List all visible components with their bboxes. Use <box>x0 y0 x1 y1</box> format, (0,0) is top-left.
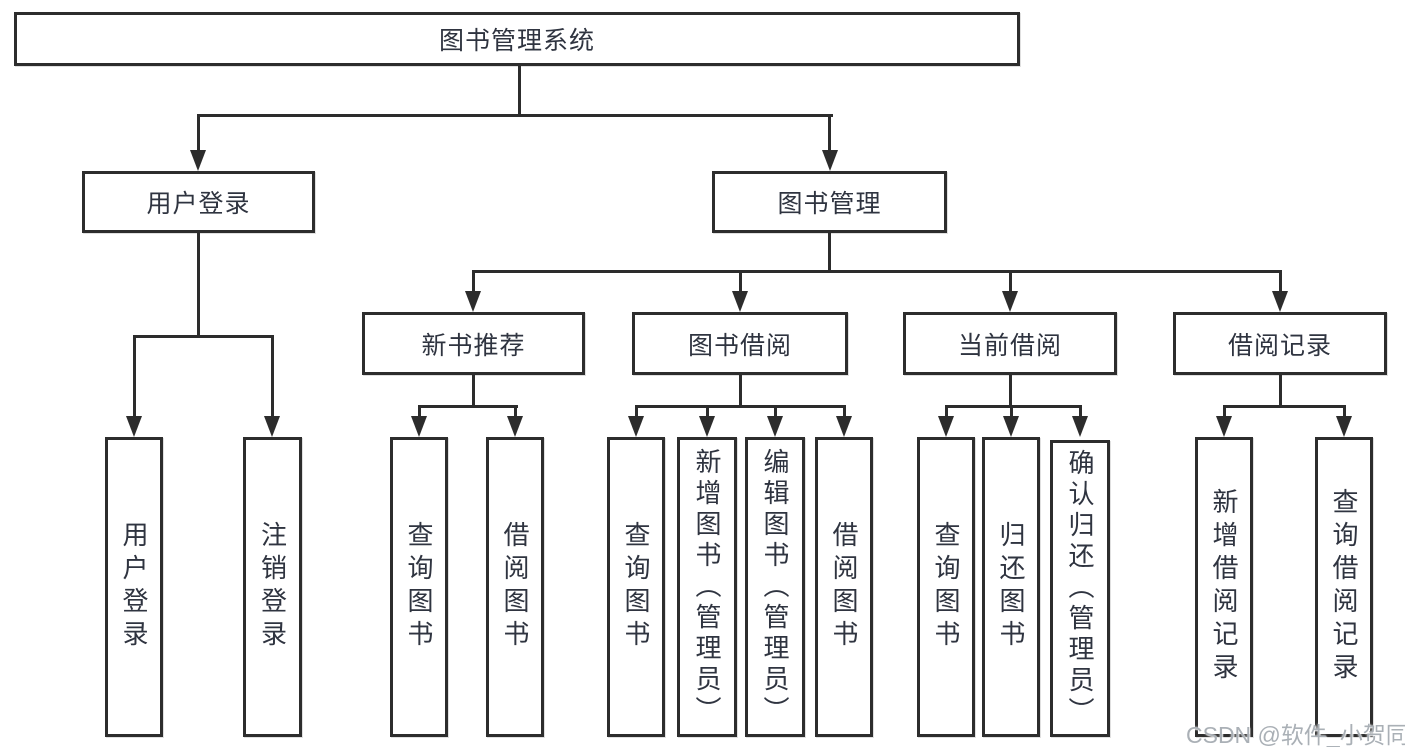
leaf-add-books-admin-label: 新增图书（管理员） <box>692 447 722 727</box>
node-user-login-label: 用户登录 <box>146 190 251 218</box>
connector-user-login-drop <box>197 114 200 154</box>
leaf-return-books-label: 归还图书 <box>996 521 1026 653</box>
leaf-query-books-1-label: 查询图书 <box>404 521 434 653</box>
node-book-management: 图书管理 <box>712 171 947 233</box>
leaf-query-books-3-label: 查询图书 <box>931 521 961 653</box>
connector-leaf-drop <box>945 405 948 419</box>
node-current-borrowing: 当前借阅 <box>903 312 1117 375</box>
connector-book-mgmt-drop <box>828 114 831 154</box>
connector-leaf-drop <box>1010 405 1013 419</box>
arrow-down-icon <box>699 416 715 437</box>
node-current-borrowing-label: 当前借阅 <box>957 331 1062 360</box>
arrow-down-icon <box>411 416 427 437</box>
connector-root-stub <box>518 66 521 114</box>
leaf-add-books-admin: 新增图书（管理员） <box>677 437 737 737</box>
arrow-down-icon <box>264 416 280 437</box>
arrow-down-icon <box>465 291 481 312</box>
connector-leaf-drop <box>271 335 274 419</box>
leaf-query-books-2-label: 查询图书 <box>621 521 651 653</box>
arrow-down-icon <box>507 416 523 437</box>
leaf-query-borrow-record: 查询借阅记录 <box>1315 437 1373 737</box>
leaf-logout: 注销登录 <box>243 437 302 737</box>
leaf-return-books: 归还图书 <box>982 437 1040 737</box>
connector-leaf-drop <box>635 405 638 419</box>
connector-book-mgmt-branch <box>472 270 1282 273</box>
leaf-query-books-1: 查询图书 <box>390 437 448 737</box>
connector-branch <box>945 405 1081 408</box>
leaf-confirm-return-admin: 确认归还（管理员） <box>1050 440 1110 737</box>
leaf-add-borrow-record: 新增借阅记录 <box>1195 437 1253 737</box>
leaf-borrow-books-1: 借阅图书 <box>486 437 544 737</box>
arrow-down-icon <box>1336 416 1352 437</box>
connector-l3-drop <box>739 270 742 295</box>
leaf-query-borrow-record-label: 查询借阅记录 <box>1329 488 1359 686</box>
arrow-down-icon <box>836 416 852 437</box>
node-borrowing-records-label: 借阅记录 <box>1227 331 1332 360</box>
csdn-watermark: CSDN @软件_小贺同学 <box>1186 722 1405 747</box>
connector-leaf-drop <box>1223 405 1226 419</box>
connector-user-login-branch <box>133 335 274 338</box>
arrow-down-icon <box>822 150 838 171</box>
leaf-borrow-books-1-label: 借阅图书 <box>500 521 530 653</box>
arrow-down-icon <box>1216 416 1232 437</box>
leaf-query-books-3: 查询图书 <box>917 437 975 737</box>
arrow-down-icon <box>1272 291 1288 312</box>
arrow-down-icon <box>732 291 748 312</box>
connector-user-login-stub <box>197 233 200 335</box>
node-library-system: 图书管理系统 <box>14 12 1020 66</box>
connector-branch <box>635 405 845 408</box>
connector-l3-drop <box>1279 270 1282 295</box>
arrow-down-icon <box>1003 416 1019 437</box>
connector-branch <box>1223 405 1345 408</box>
arrow-down-icon <box>190 150 206 171</box>
leaf-user-login: 用户登录 <box>105 437 163 737</box>
arrow-down-icon <box>938 416 954 437</box>
node-user-login: 用户登录 <box>82 171 315 233</box>
connector-leaf-drop <box>843 405 846 419</box>
leaf-confirm-return-admin-label: 确认归还（管理员） <box>1065 449 1095 728</box>
arrow-down-icon <box>767 416 783 437</box>
arrow-down-icon <box>126 416 142 437</box>
connector-book-mgmt-stub <box>828 233 831 270</box>
connector-root-branch <box>197 114 833 117</box>
connector-l3-drop <box>1009 270 1012 295</box>
arrow-down-icon <box>1072 416 1088 437</box>
connector-leaf-drop <box>514 405 517 419</box>
connector-leaf-drop <box>706 405 709 419</box>
node-borrowing-records: 借阅记录 <box>1173 312 1387 375</box>
connector-branch <box>418 405 518 408</box>
node-new-book-recommend-label: 新书推荐 <box>421 331 526 360</box>
arrow-down-icon <box>628 416 644 437</box>
node-book-borrowing: 图书借阅 <box>632 312 848 375</box>
connector-stub <box>1009 375 1012 405</box>
leaf-edit-books-admin-label: 编辑图书（管理员） <box>760 447 790 727</box>
leaf-user-login-label: 用户登录 <box>119 521 149 653</box>
connector-leaf-drop <box>418 405 421 419</box>
leaf-edit-books-admin: 编辑图书（管理员） <box>745 437 805 737</box>
node-book-management-label: 图书管理 <box>777 190 882 218</box>
leaf-logout-label: 注销登录 <box>257 521 288 653</box>
node-library-system-label: 图书管理系统 <box>438 27 595 55</box>
connector-leaf-drop <box>133 335 136 419</box>
connector-stub <box>472 375 475 405</box>
leaf-query-books-2: 查询图书 <box>607 437 665 737</box>
connector-stub <box>1279 375 1282 405</box>
leaf-borrow-books-2-label: 借阅图书 <box>829 521 859 653</box>
node-new-book-recommend: 新书推荐 <box>362 312 585 375</box>
node-book-borrowing-label: 图书借阅 <box>687 331 792 360</box>
connector-stub <box>739 375 742 405</box>
connector-leaf-drop <box>1079 405 1082 419</box>
connector-leaf-drop <box>774 405 777 419</box>
arrow-down-icon <box>1002 291 1018 312</box>
connector-l3-drop <box>472 270 475 295</box>
leaf-borrow-books-2: 借阅图书 <box>815 437 873 737</box>
connector-leaf-drop <box>1343 405 1346 419</box>
leaf-add-borrow-record-label: 新增借阅记录 <box>1209 488 1239 686</box>
